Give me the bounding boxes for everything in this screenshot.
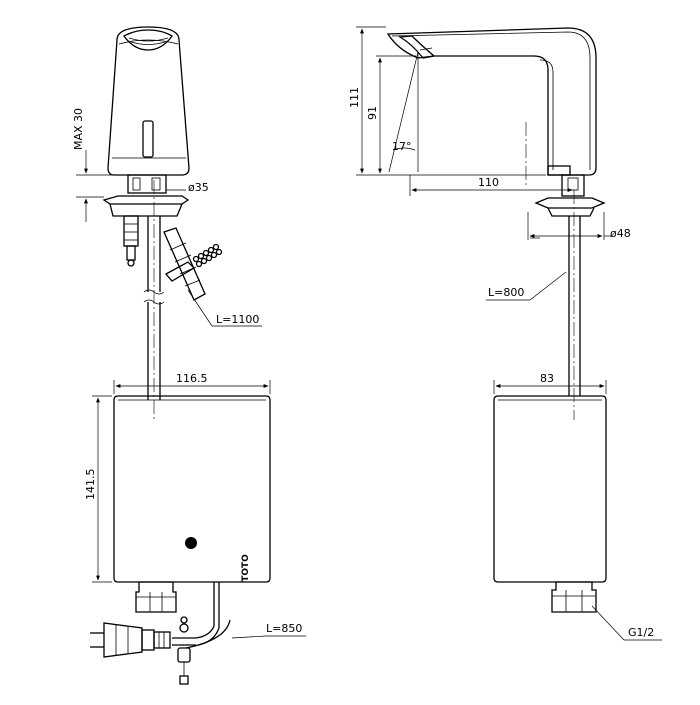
dim-box-width: 116.5 <box>113 372 271 394</box>
faucet-body-front <box>107 26 190 176</box>
label-outlet-height: 91 <box>366 106 379 120</box>
power-plug <box>90 622 171 658</box>
supply-pipe-front <box>143 180 165 420</box>
sensor-cable-front <box>163 227 223 301</box>
label-dia-35: ø35 <box>188 181 209 194</box>
led-indicator <box>185 537 197 549</box>
bead-chain <box>192 243 223 268</box>
label-dia-48: ø48 <box>610 227 631 240</box>
power-cord <box>90 582 231 685</box>
cable-connector <box>177 616 191 685</box>
inlet-connector-front <box>135 581 177 613</box>
label-spout-height: 111 <box>348 87 361 108</box>
dim-outlet-height: 91 <box>366 55 416 174</box>
label-max-30: MAX 30 <box>72 108 85 150</box>
label-spout-reach: 110 <box>478 176 499 189</box>
control-box-front: TOTO <box>113 395 271 583</box>
label-hose-1100: L=1100 <box>216 313 259 326</box>
label-box-width: 116.5 <box>176 372 208 385</box>
dim-max30: MAX 30 <box>72 108 128 222</box>
spray-angle: 17° <box>388 51 419 173</box>
inlet-connector-side <box>551 581 597 613</box>
dim-spout-reach: 110 <box>409 175 573 196</box>
mounting-base-front <box>102 174 190 267</box>
dim-spout-height: 111 <box>348 26 546 176</box>
dim-box-depth: 83 <box>493 372 607 394</box>
dim-thread: G1/2 <box>591 605 662 641</box>
label-hose-800: L=800 <box>488 286 524 299</box>
dim-hose-1100: L=1100 <box>187 289 262 327</box>
supply-pipe-side <box>568 190 581 420</box>
dim-box-height: 141.5 <box>84 395 112 583</box>
dim-cable-850: L=850 <box>231 622 306 639</box>
label-spray-angle: 17° <box>392 140 412 153</box>
dim-hose-800: L=800 <box>486 271 567 301</box>
brand-logo: TOTO <box>241 554 251 582</box>
side-view: 17° 111 91 <box>348 26 662 641</box>
label-cable-850: L=850 <box>266 622 302 635</box>
control-box-side <box>493 395 607 583</box>
dim-dia35: ø35 <box>166 181 209 194</box>
faucet-body-side <box>386 27 606 217</box>
front-view: TOTO <box>72 26 306 685</box>
dim-dia48: ø48 <box>527 212 631 240</box>
label-box-height: 141.5 <box>84 469 97 501</box>
label-box-depth: 83 <box>540 372 554 385</box>
label-thread: G1/2 <box>628 626 654 639</box>
